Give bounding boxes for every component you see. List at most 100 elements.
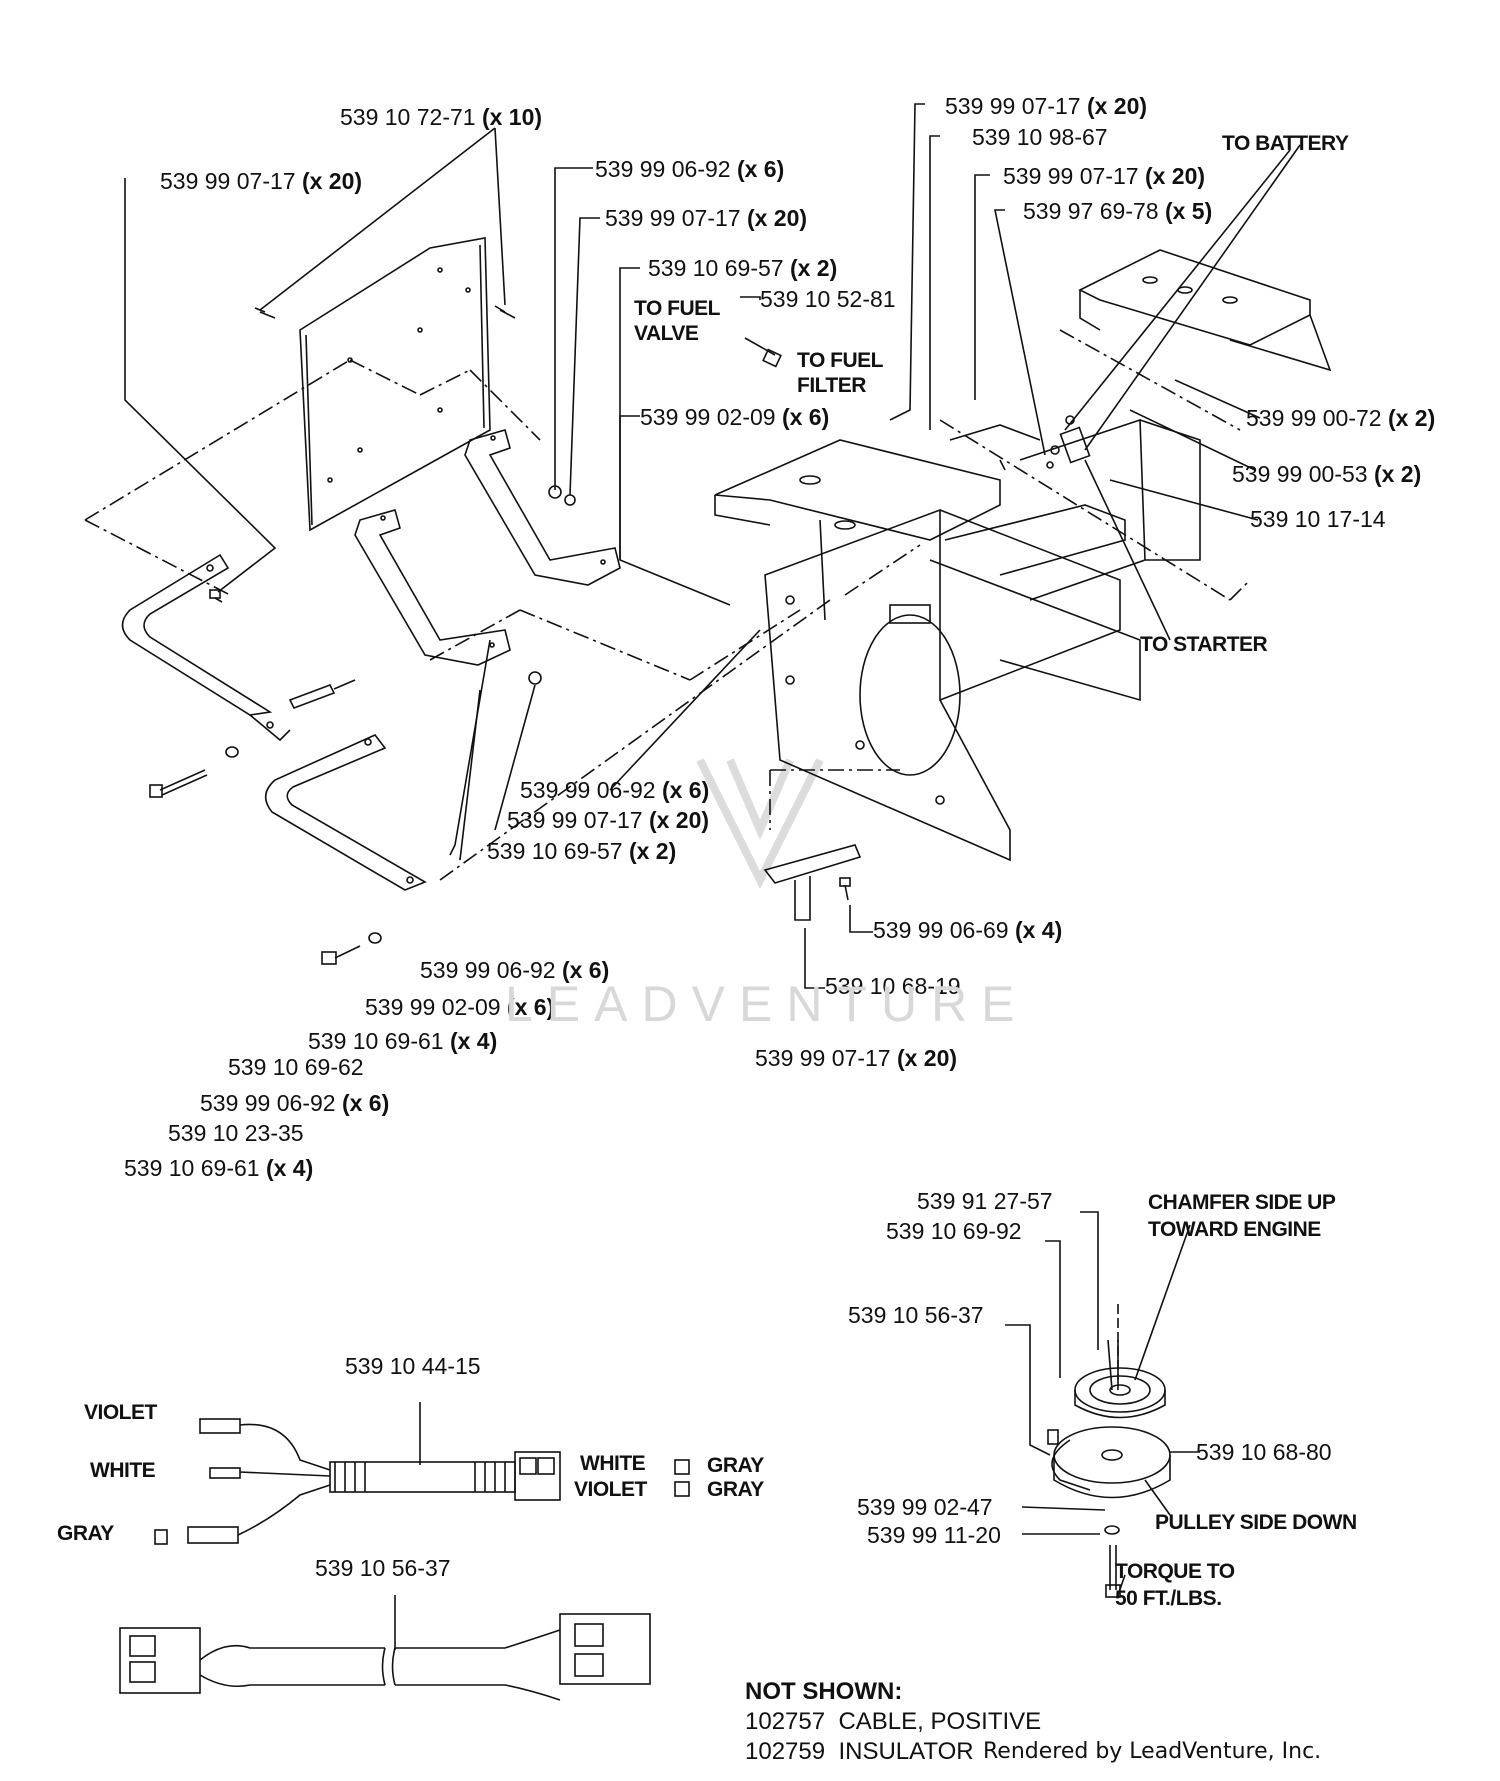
leader-line [1117,1574,1126,1596]
part-number: 539 10 69-62 [228,1054,364,1080]
wire-label-white: WHITE [90,1459,156,1482]
assembly-center-lines [84,329,1251,881]
part-number: 539 99 06-92 [200,1090,336,1116]
part-label: 539 99 02-47 [857,1494,993,1520]
part-qty: (x 2) [1387,405,1436,431]
part-number: 539 91 27-57 [917,1188,1053,1214]
part-label: 539 91 27-57 [917,1188,1053,1214]
leader-line [1021,1506,1106,1511]
part-qty: (x 20) [301,168,363,194]
part-qty: (x 10) [481,104,543,130]
part-qty: (x 20) [1144,163,1206,189]
part-label: 539 10 69-92 [886,1218,1022,1244]
part-qty: (x 2) [628,838,677,864]
leader-line [929,135,940,430]
part-number: 539 10 69-61 [124,1155,260,1181]
part-number: 539 10 69-92 [886,1218,1022,1244]
part-number: 539 97 69-78 [1023,198,1159,224]
leader-line [494,684,536,831]
note-to-fuel-filter-2: FILTER [797,374,866,397]
part-label: 539 10 56-37 [315,1555,451,1581]
part-label: 539 99 06-92 (x 6) [520,777,709,803]
part-label: 539 10 44-15 [345,1353,481,1379]
leader-line [1064,149,1291,431]
part-label: 539 99 06-92 (x 6) [595,156,784,182]
part-number: 539 99 02-09 [640,404,776,430]
leader-line [569,217,600,496]
center-bracket-a [354,509,511,666]
part-number: 539 10 68-80 [1196,1439,1332,1465]
part-number: 539 99 02-47 [857,1494,993,1520]
leader-line [1084,459,1171,641]
part-number: 539 99 07-17 [160,168,296,194]
part-label: 539 10 69-61 (x 4) [124,1155,313,1181]
part-label: 539 10 68-80 [1196,1439,1332,1465]
leader-line [554,167,593,490]
part-label: 539 10 17-14 [1250,506,1386,532]
connector-label-gray-2: GRAY [707,1478,764,1501]
pto-clutch-assembly [1047,1304,1171,1598]
part-qty: (x 6) [781,404,830,430]
leader-line [494,127,506,306]
wire-label-violet: VIOLET [84,1401,157,1424]
part-number: 539 10 69-57 [648,255,784,281]
part-qty: (x 6) [736,156,785,182]
leader-line [609,629,761,791]
nut-center [528,671,542,685]
part-number: 539 99 07-17 [1003,163,1139,189]
part-label: 539 10 98-67 [972,124,1108,150]
part-label: 539 10 23-35 [168,1120,304,1146]
leader-line [1005,1324,1051,1456]
connector-label-gray: GRAY [707,1454,764,1477]
part-label: 539 10 69-61 (x 4) [308,1028,497,1054]
part-label: 539 99 11-20 [867,1522,1001,1548]
part-label: 539 99 00-72 (x 2) [1246,405,1435,431]
leader-line [1174,379,1261,419]
part-number: 539 99 07-17 [945,93,1081,119]
part-number: 539 10 23-35 [168,1120,304,1146]
render-credit: Rendered by LeadVenture, Inc. [983,1739,1322,1764]
leader-line [259,127,496,311]
leader-line [804,928,825,989]
washer-and-bolt [149,746,382,965]
not-shown-item: 102759 INSULATOR [745,1737,974,1767]
part-number: 539 99 07-17 [507,807,643,833]
not-shown-item: 102757 CABLE, POSITIVE [745,1707,1041,1737]
part-number: 539 99 02-09 [365,994,501,1020]
extension-harness [119,1595,651,1701]
leader-line [849,905,873,933]
part-label: 539 99 07-17 (x 20) [945,93,1147,119]
part-number: 539 10 56-37 [848,1302,984,1328]
leader-line [994,209,1046,456]
part-number: 539 10 69-57 [487,838,623,864]
note-to-battery: TO BATTERY [1222,132,1349,155]
not-shown-title: NOT SHOWN: [745,1678,903,1705]
part-number: 539 10 72-71 [340,104,476,130]
part-label: 539 10 52-81 [760,286,896,312]
not-shown-number: 102759 [745,1738,826,1765]
part-qty: (x 4) [449,1028,498,1054]
part-label: 539 99 06-92 (x 6) [420,957,609,983]
tractor-frame [714,249,1332,862]
u-bracket-lower [264,734,427,891]
part-label: 539 99 07-17 (x 20) [507,807,709,833]
wiring-harness [154,1402,690,1545]
part-number: 539 99 06-92 [595,156,731,182]
part-qty: (x 4) [1014,917,1063,943]
part-number: 539 99 06-92 [420,957,556,983]
part-label: 539 99 06-92 (x 6) [200,1090,389,1116]
part-qty: (x 20) [746,205,808,231]
note-torque: TORQUE TO [1115,1560,1235,1583]
part-number: 539 99 11-20 [867,1522,1001,1548]
part-number: 539 99 07-17 [605,205,741,231]
leader-line [1129,409,1256,471]
note-to-fuel-filter: TO FUEL [797,349,883,372]
part-qty: (x 6) [661,777,710,803]
leader-line [974,174,990,400]
part-label: 539 99 07-17 (x 20) [755,1045,957,1071]
pivot-pin [288,679,356,710]
part-label: 539 99 07-17 (x 20) [1003,163,1205,189]
part-number: 539 10 68-19 [825,973,961,999]
connector-label-violet: VIOLET [574,1478,647,1501]
note-pulley-side-down: PULLEY SIDE DOWN [1155,1511,1357,1534]
